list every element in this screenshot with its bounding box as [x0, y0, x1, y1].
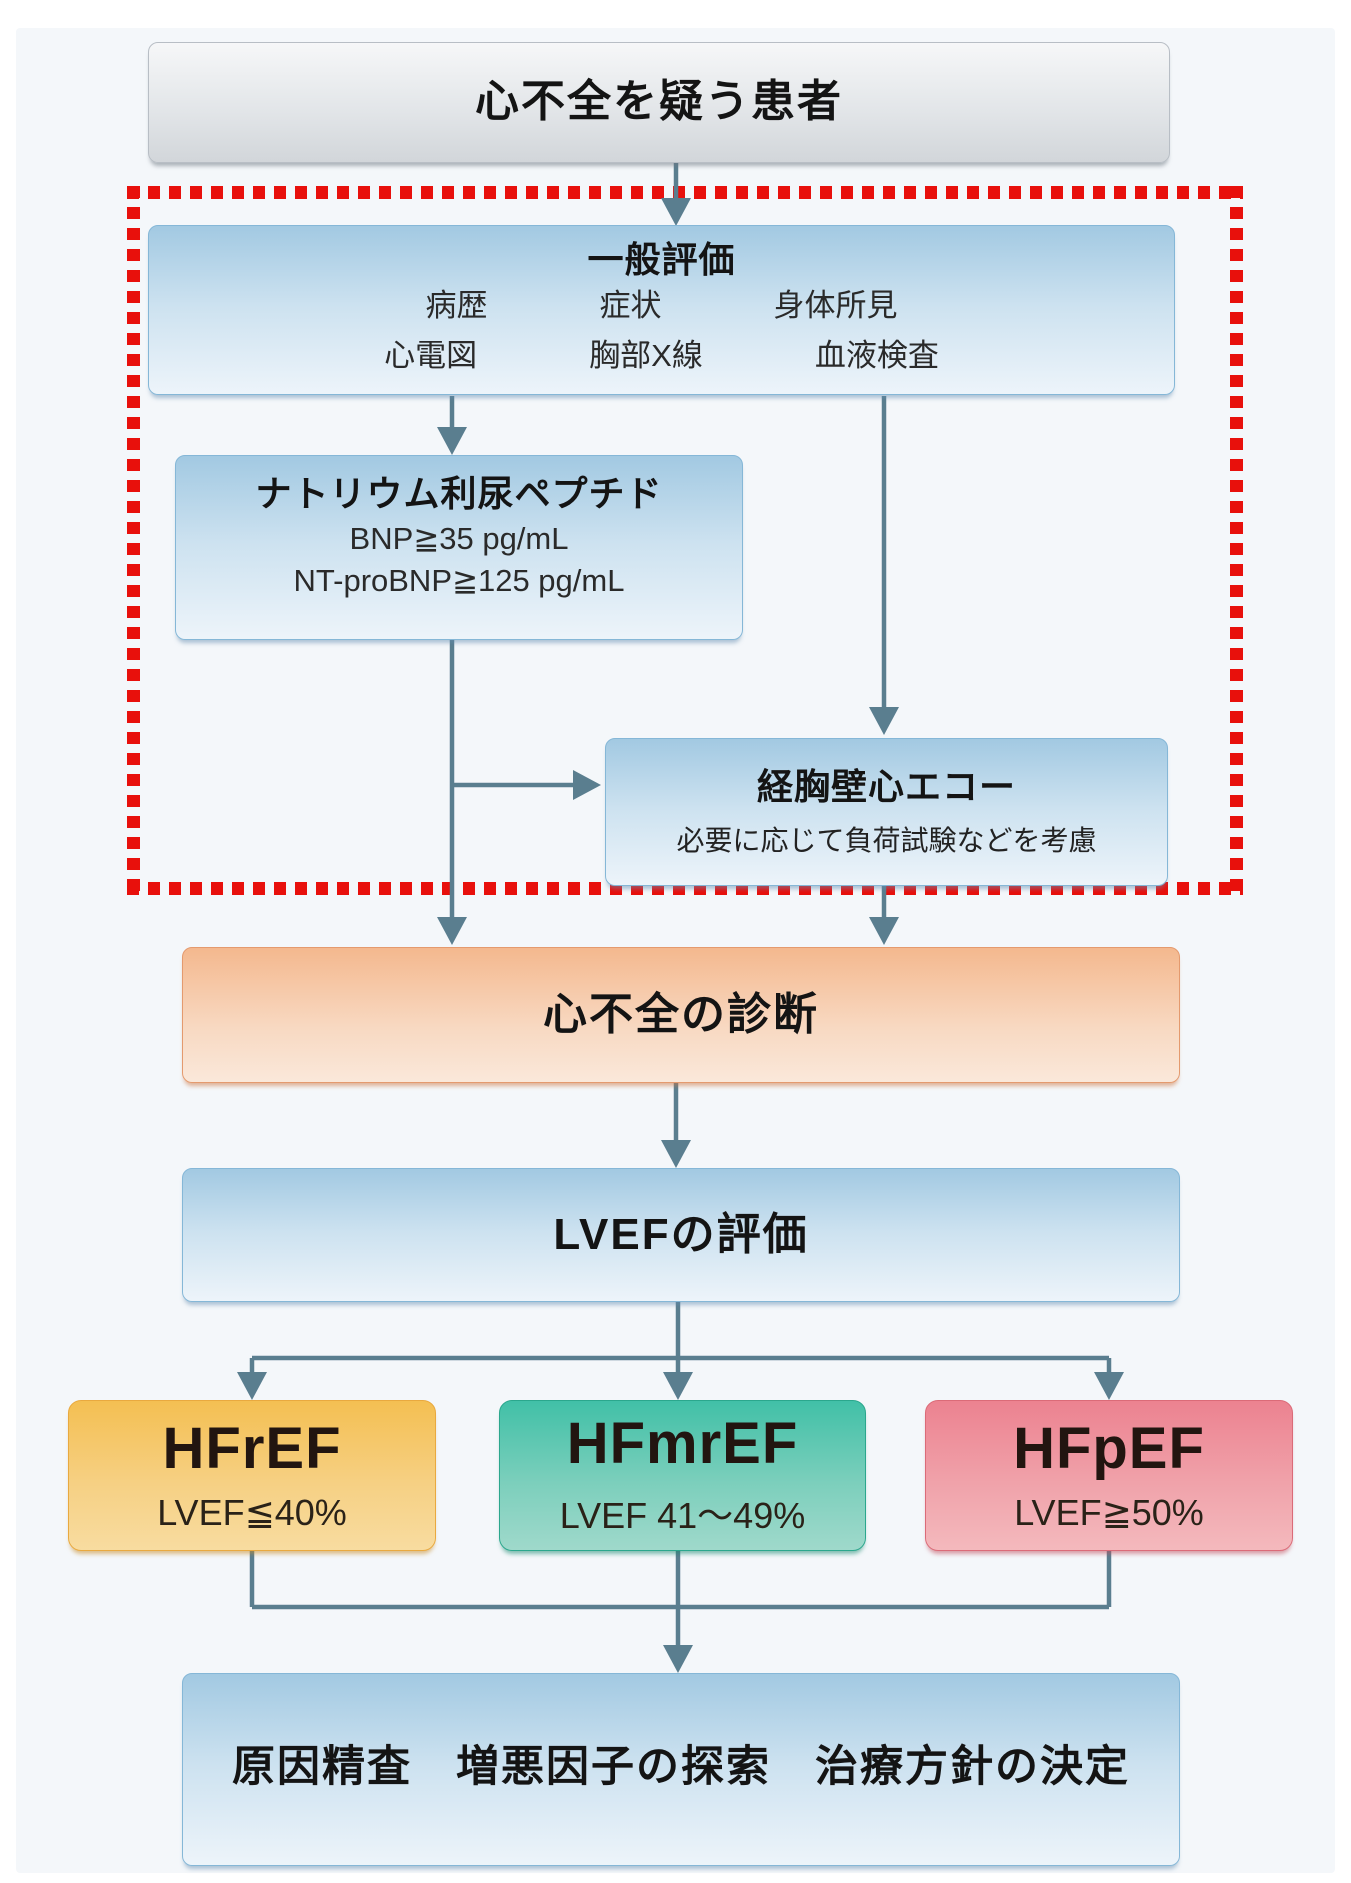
hfref-criteria: LVEF≦40% — [157, 1492, 347, 1534]
general-evaluation-row1: 病歴 症状 身体所見 — [426, 281, 898, 331]
final-plan-cause-workup: 原因精査 — [232, 1743, 412, 1791]
ntprobnp-threshold: NT-proBNP≧125 pg/mL — [293, 563, 625, 599]
eval-item-physical-findings: 身体所見 — [773, 288, 898, 324]
suspected-hf-box: 心不全を疑う患者 — [148, 42, 1170, 163]
general-evaluation-row2: 心電図 胸部X線 血液検査 — [384, 331, 939, 381]
hfref-name: HFrEF — [162, 1415, 342, 1481]
bnp-threshold: BNP≧35 pg/mL — [349, 521, 569, 557]
general-evaluation-title: 一般評価 — [587, 239, 736, 280]
hfpef-name: HFpEF — [1013, 1415, 1205, 1481]
lvef-evaluation-box: LVEFの評価 — [182, 1168, 1180, 1302]
eval-item-history: 病歴 — [425, 288, 488, 324]
general-evaluation-box: 一般評価 病歴 症状 身体所見 心電図 胸部X線 血液検査 — [148, 225, 1175, 395]
suspected-hf-label: 心不全を疑う患者 — [475, 77, 843, 127]
echo-title: 経胸壁心エコー — [756, 766, 1016, 808]
eval-item-chest-xray: 胸部X線 — [589, 337, 703, 373]
echo-note: 必要に応じて負荷試験などを考慮 — [676, 824, 1097, 856]
final-plan-treatment-policy: 治療方針の決定 — [815, 1743, 1130, 1791]
hfpef-criteria: LVEF≧50% — [1014, 1492, 1204, 1534]
final-plan-box: 原因精査 増悪因子の探索 治療方針の決定 — [182, 1673, 1180, 1866]
hfmref-criteria: LVEF 41〜49% — [559, 1495, 806, 1537]
eval-item-symptoms: 症状 — [599, 288, 662, 324]
final-plan-aggravating-factors: 増悪因子の探索 — [456, 1743, 771, 1791]
hfpef-box: HFpEF LVEF≧50% — [925, 1400, 1293, 1551]
hfmref-name: HFmrEF — [566, 1410, 799, 1476]
natriuretic-peptide-box: ナトリウム利尿ペプチド BNP≧35 pg/mL NT-proBNP≧125 p… — [175, 455, 743, 640]
hf-diagnosis-label: 心不全の診断 — [543, 989, 819, 1039]
eval-item-blood-test: 血液検査 — [814, 337, 939, 373]
final-plan-line: 原因精査 増悪因子の探索 治療方針の決定 — [232, 1732, 1130, 1794]
hf-diagnosis-box: 心不全の診断 — [182, 947, 1180, 1083]
eval-item-ecg: 心電図 — [384, 337, 478, 373]
dashed-outline-left — [127, 186, 140, 895]
echo-box: 経胸壁心エコー 必要に応じて負荷試験などを考慮 — [605, 738, 1168, 886]
hfref-box: HFrEF LVEF≦40% — [68, 1400, 436, 1551]
lvef-evaluation-label: LVEFの評価 — [553, 1209, 809, 1259]
dashed-outline-right — [1230, 186, 1243, 895]
dashed-outline-top — [127, 186, 1243, 199]
hfmref-box: HFmrEF LVEF 41〜49% — [499, 1400, 866, 1551]
natriuretic-peptide-title: ナトリウム利尿ペプチド — [255, 473, 663, 514]
